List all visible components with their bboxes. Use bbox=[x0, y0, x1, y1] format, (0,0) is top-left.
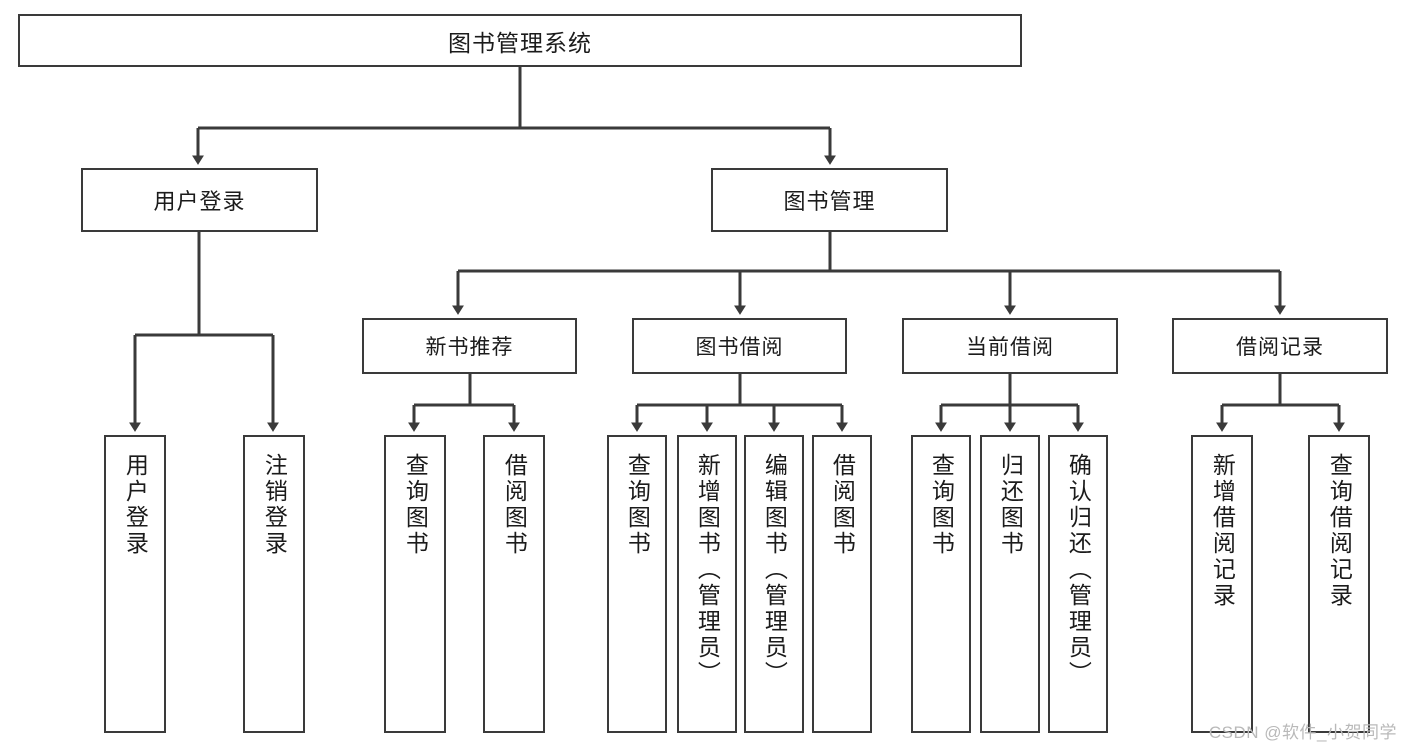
node-book-management[interactable]: 图书管理 bbox=[711, 168, 948, 232]
leaf-record-add-record[interactable]: 新增借阅记录 bbox=[1191, 435, 1253, 733]
node-label: 新增图书（管理员） bbox=[694, 453, 721, 687]
leaf-borrow-add-book-admin[interactable]: 新增图书（管理员） bbox=[677, 435, 737, 733]
node-label: 图书借阅 bbox=[695, 336, 784, 359]
leaf-record-query-record[interactable]: 查询借阅记录 bbox=[1308, 435, 1370, 733]
node-label: 新增借阅记录 bbox=[1209, 453, 1236, 609]
node-label: 图书管理 bbox=[783, 189, 876, 214]
node-label: 确认归还（管理员） bbox=[1065, 453, 1092, 687]
node-label: 查询图书 bbox=[928, 453, 955, 557]
leaf-borrow-query-book[interactable]: 查询图书 bbox=[607, 435, 667, 733]
node-user-login[interactable]: 用户登录 bbox=[81, 168, 318, 232]
leaf-current-return-book[interactable]: 归还图书 bbox=[980, 435, 1040, 733]
node-label: 借阅图书 bbox=[829, 453, 856, 557]
node-label: 借阅记录 bbox=[1236, 336, 1324, 359]
watermark-credit: CSDN @软件_小贺同学 bbox=[1208, 723, 1397, 742]
leaf-borrow-edit-book-admin[interactable]: 编辑图书（管理员） bbox=[744, 435, 804, 733]
node-label: 新书推荐 bbox=[425, 336, 514, 359]
node-root-system[interactable]: 图书管理系统 bbox=[18, 14, 1022, 67]
node-label: 查询图书 bbox=[402, 453, 429, 557]
leaf-current-query-book[interactable]: 查询图书 bbox=[911, 435, 971, 733]
node-borrow-record[interactable]: 借阅记录 bbox=[1172, 318, 1388, 374]
node-label: 借阅图书 bbox=[501, 453, 528, 557]
node-label: 用户登录 bbox=[122, 453, 149, 557]
leaf-borrow-borrow-book[interactable]: 借阅图书 bbox=[812, 435, 872, 733]
leaf-user-logout[interactable]: 注销登录 bbox=[243, 435, 305, 733]
node-label: 当前借阅 bbox=[966, 336, 1054, 359]
node-label: 编辑图书（管理员） bbox=[761, 453, 788, 687]
node-book-borrow[interactable]: 图书借阅 bbox=[632, 318, 847, 374]
node-label: 注销登录 bbox=[261, 453, 288, 557]
node-current-borrow[interactable]: 当前借阅 bbox=[902, 318, 1118, 374]
node-label: 查询图书 bbox=[624, 453, 651, 557]
node-new-book-recommend[interactable]: 新书推荐 bbox=[362, 318, 577, 374]
leaf-current-confirm-return-admin[interactable]: 确认归还（管理员） bbox=[1048, 435, 1108, 733]
node-label: 图书管理系统 bbox=[448, 29, 592, 56]
leaf-recommend-query-book[interactable]: 查询图书 bbox=[384, 435, 446, 733]
node-label: 归还图书 bbox=[997, 453, 1024, 557]
leaf-user-login[interactable]: 用户登录 bbox=[104, 435, 166, 733]
node-label: 查询借阅记录 bbox=[1326, 453, 1353, 609]
node-label: 用户登录 bbox=[153, 189, 246, 214]
leaf-recommend-borrow-book[interactable]: 借阅图书 bbox=[483, 435, 545, 733]
